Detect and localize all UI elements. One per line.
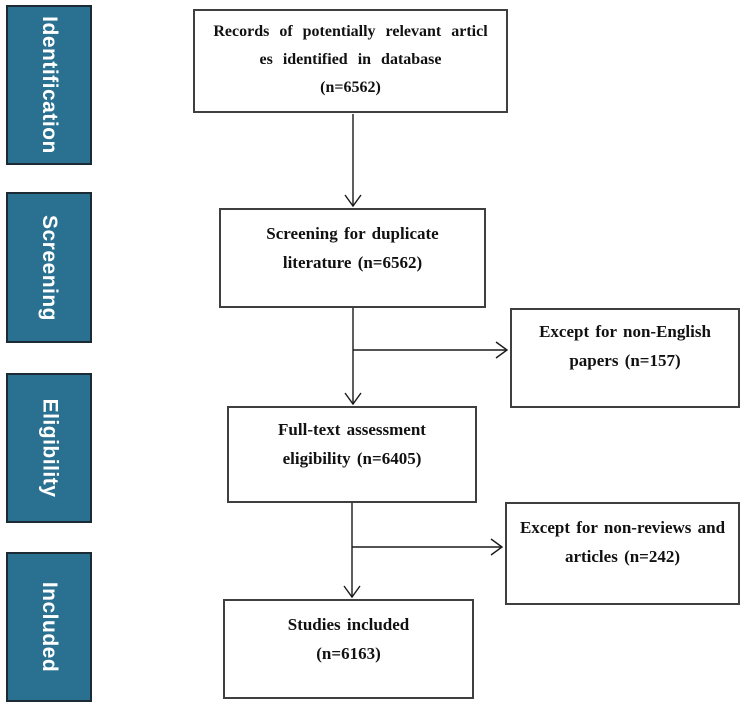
- flow-box-records-line-2: es identified in database: [259, 51, 442, 68]
- flow-box-records-line-3: (n=6562): [320, 79, 381, 96]
- stage-label-eligibility: Eligibility: [6, 373, 92, 523]
- exclusion-non-reviews-line-1: Except for non-reviews and: [519, 518, 726, 537]
- arrowhead-down-1: [344, 194, 362, 208]
- flow-box-screening-line-2: literature (n=6562): [282, 253, 423, 272]
- arrowhead-down-3: [343, 585, 361, 599]
- flow-box-records: Records of potentially relevant articl e…: [193, 9, 508, 113]
- flow-box-studies-included: Studies included (n=6163): [223, 599, 474, 699]
- flow-box-fulltext: Full-text assessment eligibility (n=6405…: [227, 406, 477, 503]
- flow-box-studies-line-2: (n=6163): [316, 644, 381, 663]
- arrowhead-right-2: [490, 538, 504, 556]
- flow-box-studies-line-1: Studies included: [287, 615, 410, 634]
- exclusion-non-reviews-line-2: articles (n=242): [564, 547, 681, 566]
- exclusion-non-english-line-1: Except for non-English: [539, 322, 711, 341]
- stage-label-included: Included: [6, 552, 92, 702]
- stage-label-identification: Identification: [6, 5, 92, 165]
- flow-box-screening: Screening for duplicate literature (n=65…: [219, 208, 486, 308]
- stage-label-screening: Screening: [6, 192, 92, 343]
- stage-label-screening-text: Screening: [38, 214, 62, 321]
- stage-label-identification-text: Identification: [38, 16, 62, 154]
- stage-label-eligibility-text: Eligibility: [38, 398, 61, 498]
- exclusion-box-non-english: Except for non-English papers (n=157): [510, 308, 740, 408]
- flow-box-records-line-1: Records of potentially relevant articl: [213, 23, 488, 40]
- exclusion-box-non-reviews: Except for non-reviews and articles (n=2…: [505, 502, 740, 605]
- arrowhead-right-1: [495, 341, 509, 359]
- stage-label-included-text: Included: [38, 581, 61, 673]
- flow-box-screening-line-1: Screening for duplicate: [266, 224, 439, 243]
- flow-box-fulltext-line-1: Full-text assessment: [278, 420, 426, 439]
- arrowhead-down-2: [344, 392, 362, 406]
- flow-box-fulltext-line-2: eligibility (n=6405): [282, 449, 422, 468]
- exclusion-non-english-line-2: papers (n=157): [569, 351, 681, 370]
